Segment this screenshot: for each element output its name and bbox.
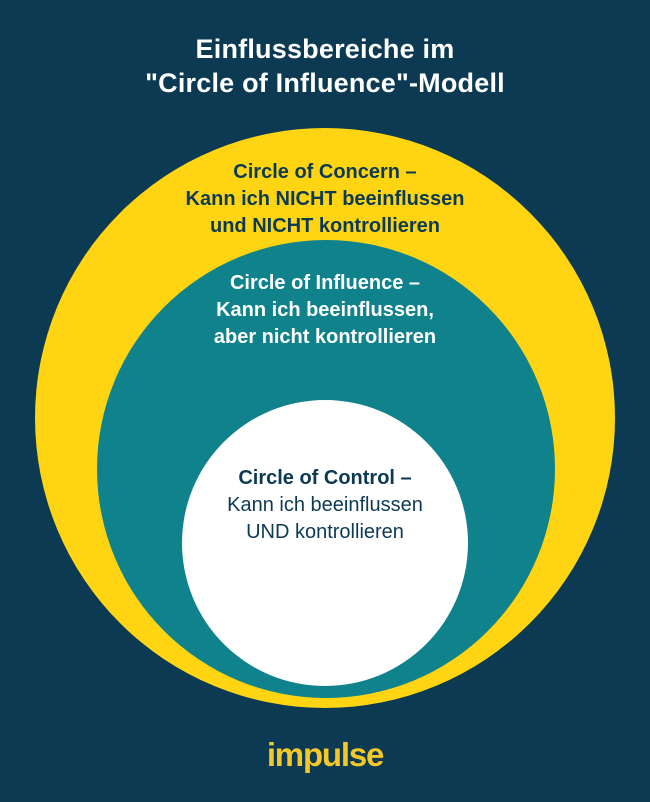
page-title-line1: Einflussbereiche im <box>195 34 455 64</box>
circle-of-control-line2: Kann ich beeinflussen <box>227 494 423 516</box>
circle-of-concern-heading: Circle of Concern – <box>233 161 417 183</box>
page-title: Einflussbereiche im "Circle of Influence… <box>0 32 650 100</box>
circle-of-concern-line2: Kann ich NICHT beeinflussen <box>185 188 465 210</box>
impulse-logo: impulse <box>266 736 385 773</box>
circle-of-influence-line2: Kann ich beeinflussen, <box>216 299 434 321</box>
circle-of-control-line3: UND kontrollieren <box>246 521 404 543</box>
circle-of-concern-line3: und NICHT kontrollieren <box>210 215 440 237</box>
circle-of-influence-line3: aber nicht kontrollieren <box>213 326 437 348</box>
circle-of-control-label: Circle of Control – Kann ich beeinflusse… <box>0 465 650 546</box>
circle-of-influence-label: Circle of Influence – Kann ich beeinflus… <box>0 270 650 351</box>
page-title-line2: "Circle of Influence"-Modell <box>145 68 505 98</box>
circle-of-influence-heading: Circle of Influence – <box>229 272 421 294</box>
circle-of-concern-label: Circle of Concern – Kann ich NICHT beein… <box>0 159 650 240</box>
circle-of-control-heading: Circle of Control – <box>238 467 412 489</box>
circle-of-control <box>182 400 468 686</box>
